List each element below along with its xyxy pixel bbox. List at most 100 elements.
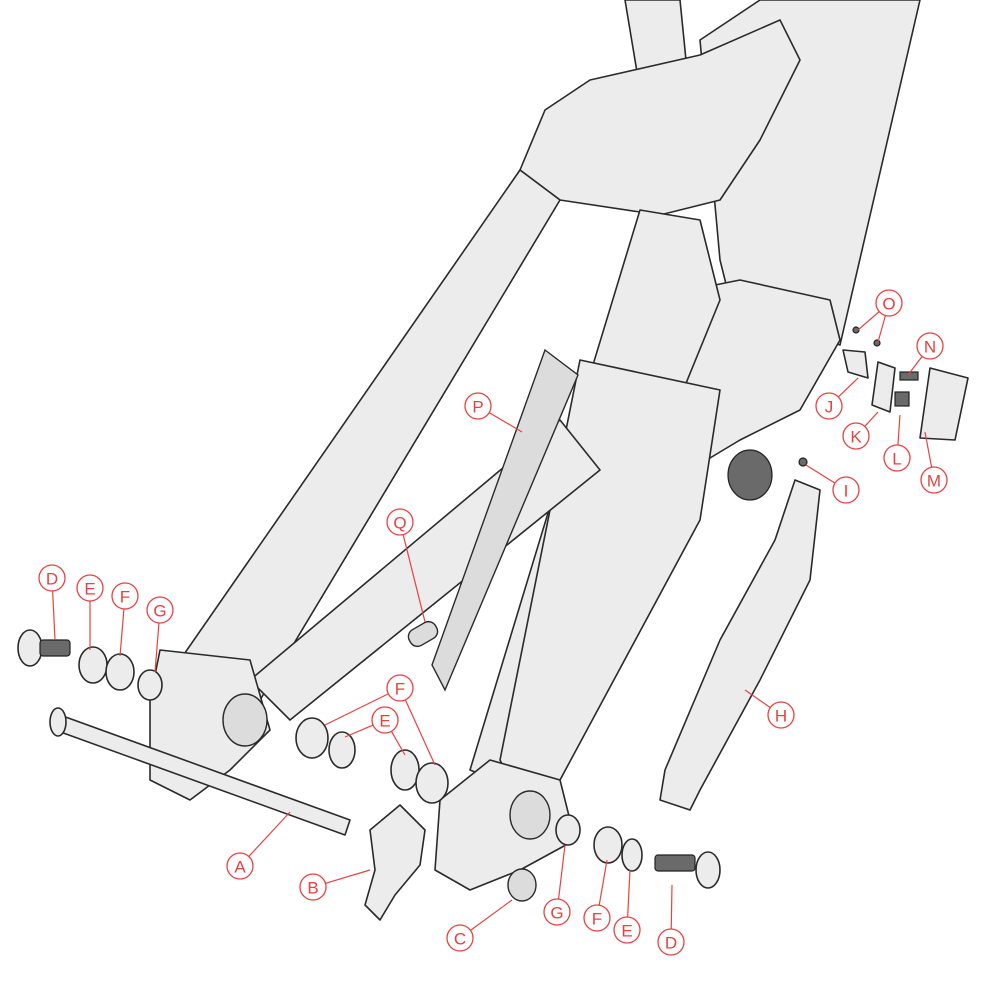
washer-right xyxy=(621,838,643,872)
callout-letter: Q xyxy=(393,514,406,533)
spacer-right xyxy=(555,814,581,846)
pivot-hole-left xyxy=(222,693,268,747)
callout-circle xyxy=(38,564,66,592)
callout-circle xyxy=(815,392,843,420)
callout-circle xyxy=(767,701,795,729)
leader-line xyxy=(119,608,125,657)
leader-line xyxy=(325,869,371,884)
callout-circle xyxy=(583,904,611,932)
callout-g: G xyxy=(146,596,174,624)
callout-circle xyxy=(916,332,944,360)
callout-q: Q xyxy=(386,508,414,536)
leader-line xyxy=(907,355,923,376)
callout-circle xyxy=(371,706,399,734)
callout-j: J xyxy=(815,392,843,420)
callout-letter: O xyxy=(882,295,895,314)
callout-letter: G xyxy=(550,904,563,923)
washer-mid-1 xyxy=(328,731,356,769)
callout-n: N xyxy=(916,332,944,360)
callout-circle xyxy=(543,898,571,926)
leader-line xyxy=(557,844,566,900)
callout-letter: K xyxy=(850,428,862,447)
crank-spline xyxy=(727,449,773,501)
callout-letter: G xyxy=(153,602,166,621)
leader-line xyxy=(248,811,291,857)
callout-letter: J xyxy=(825,398,834,417)
callout-letter: B xyxy=(307,879,318,898)
callout-letter: E xyxy=(621,922,632,941)
screw-o-1 xyxy=(852,326,860,334)
bearing-mid-1 xyxy=(295,717,329,759)
callout-letter: L xyxy=(892,450,901,469)
callout-circle xyxy=(299,873,327,901)
screw-i xyxy=(798,457,808,467)
callout-h: H xyxy=(767,701,795,729)
leader-line xyxy=(897,414,901,446)
callout-circle xyxy=(446,924,474,952)
callout-letter: F xyxy=(592,910,602,929)
leader-line xyxy=(154,622,160,673)
screw-o-2 xyxy=(873,339,881,347)
plate-k xyxy=(871,361,896,413)
leader-line xyxy=(837,377,859,398)
washer-mid-2 xyxy=(390,749,420,791)
callout-f: F xyxy=(386,674,414,702)
bearing-left xyxy=(105,653,135,691)
leader-line xyxy=(470,899,513,931)
callout-b: B xyxy=(299,873,327,901)
axle-head xyxy=(49,707,67,737)
callout-e: E xyxy=(613,916,641,944)
leader-line xyxy=(670,884,673,930)
callout-circle xyxy=(146,596,174,624)
callout-o: O xyxy=(875,289,903,317)
leader-line xyxy=(877,315,887,343)
leader-line xyxy=(402,534,426,623)
callout-circle xyxy=(920,466,948,494)
leader-line xyxy=(924,431,933,468)
pivot-bolt-thread-left xyxy=(39,639,71,657)
callout-m: M xyxy=(920,466,948,494)
callout-circle xyxy=(386,508,414,536)
callout-e: E xyxy=(371,706,399,734)
grommet xyxy=(407,620,439,648)
callout-circle xyxy=(226,852,254,880)
callout-circle xyxy=(875,289,903,317)
callout-g: G xyxy=(543,898,571,926)
leader-line xyxy=(744,689,771,709)
callout-circle xyxy=(842,422,870,450)
pivot-bolt-left xyxy=(17,629,43,667)
chainstay-guard xyxy=(431,348,579,692)
bolts-l xyxy=(894,391,910,407)
leader-line xyxy=(344,724,374,738)
callout-circle xyxy=(883,444,911,472)
leader-line xyxy=(627,869,631,918)
callout-letter: A xyxy=(234,858,246,877)
callout-letter: M xyxy=(927,472,941,491)
callout-letter: D xyxy=(46,570,58,589)
spacer-left xyxy=(137,669,163,701)
callout-circle xyxy=(464,392,492,420)
leader-line xyxy=(390,730,406,756)
callout-circle xyxy=(832,476,860,504)
chainstay-protector xyxy=(659,479,821,811)
callout-k: K xyxy=(842,422,870,450)
callout-p: P xyxy=(464,392,492,420)
leader-line xyxy=(488,412,523,433)
clip-j xyxy=(842,349,869,379)
callout-letter: H xyxy=(775,707,787,726)
callout-l: L xyxy=(883,444,911,472)
callout-circle xyxy=(111,582,139,610)
right-dropout xyxy=(434,759,576,891)
callout-d: D xyxy=(657,928,685,956)
callout-letter: D xyxy=(665,934,677,953)
pivot-hole-right xyxy=(509,790,551,840)
callout-letter: P xyxy=(472,398,483,417)
leader-line xyxy=(857,311,880,331)
callout-letter: I xyxy=(844,482,849,501)
bolt-n xyxy=(899,371,919,381)
callout-f: F xyxy=(583,904,611,932)
callout-letter: N xyxy=(924,338,936,357)
callout-a: A xyxy=(226,852,254,880)
guide-m xyxy=(919,367,969,441)
callout-circle xyxy=(657,928,685,956)
